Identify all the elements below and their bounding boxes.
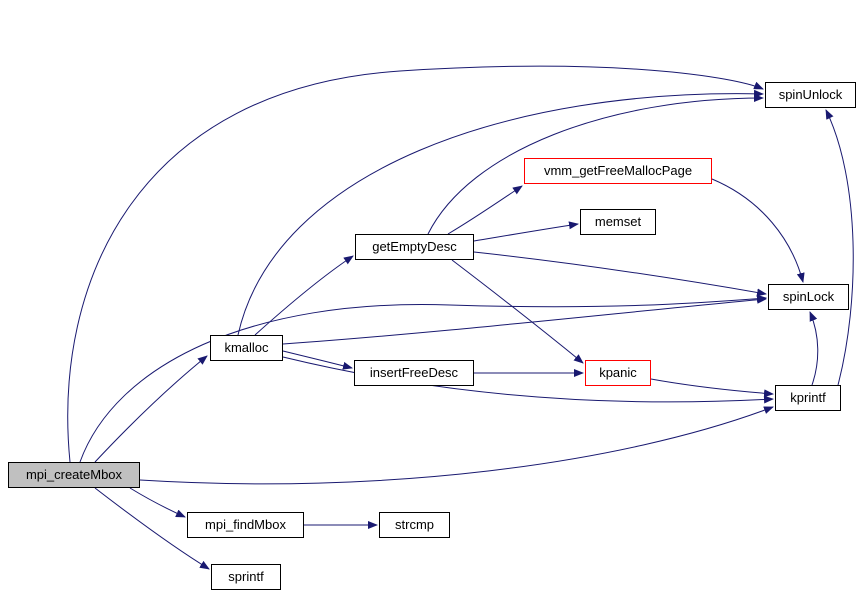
node-kpanic[interactable]: kpanic <box>585 360 651 386</box>
edge-getEmptyDesc-spinLock <box>473 251 767 297</box>
edge-kprintf-spinLock <box>809 311 819 386</box>
node-kmalloc[interactable]: kmalloc <box>210 335 283 361</box>
node-mpi_createMbox[interactable]: mpi_createMbox <box>8 462 140 488</box>
node-getEmptyDesc[interactable]: getEmptyDesc <box>355 234 474 260</box>
edge-mpi_createMbox-sprintf <box>94 487 210 570</box>
edge-getEmptyDesc-vmm_getFreeMallocPage <box>447 185 523 235</box>
edge-kmalloc-spinUnlock <box>237 89 764 336</box>
edge-mpi_createMbox-kprintf <box>139 406 774 485</box>
node-memset[interactable]: memset <box>580 209 656 235</box>
node-strcmp[interactable]: strcmp <box>379 512 450 538</box>
edge-kmalloc-insertFreeDesc <box>282 350 353 370</box>
edge-mpi_createMbox-spinUnlock <box>67 65 764 463</box>
edge-kmalloc-spinLock <box>282 295 767 345</box>
node-spinUnlock[interactable]: spinUnlock <box>765 82 856 108</box>
edge-getEmptyDesc-kpanic <box>451 259 584 364</box>
edge-getEmptyDesc-spinUnlock <box>427 94 764 235</box>
node-mpi_findMbox[interactable]: mpi_findMbox <box>187 512 304 538</box>
node-spinLock[interactable]: spinLock <box>768 284 849 310</box>
edge-mpi_createMbox-kmalloc <box>94 355 208 463</box>
edge-kpanic-kprintf <box>650 378 774 398</box>
edge-kprintf-spinUnlock <box>825 109 854 386</box>
edge-vmm_getFreeMallocPage-spinLock <box>711 178 805 283</box>
node-kprintf[interactable]: kprintf <box>775 385 841 411</box>
node-vmm_getFreeMallocPage[interactable]: vmm_getFreeMallocPage <box>524 158 712 184</box>
edge-mpi_createMbox-mpi_findMbox <box>129 487 186 518</box>
node-insertFreeDesc[interactable]: insertFreeDesc <box>354 360 474 386</box>
edge-mpi_createMbox-spinLock <box>79 294 767 463</box>
edge-kmalloc-getEmptyDesc <box>254 255 354 336</box>
node-sprintf[interactable]: sprintf <box>211 564 281 590</box>
edge-getEmptyDesc-memset <box>473 221 579 242</box>
